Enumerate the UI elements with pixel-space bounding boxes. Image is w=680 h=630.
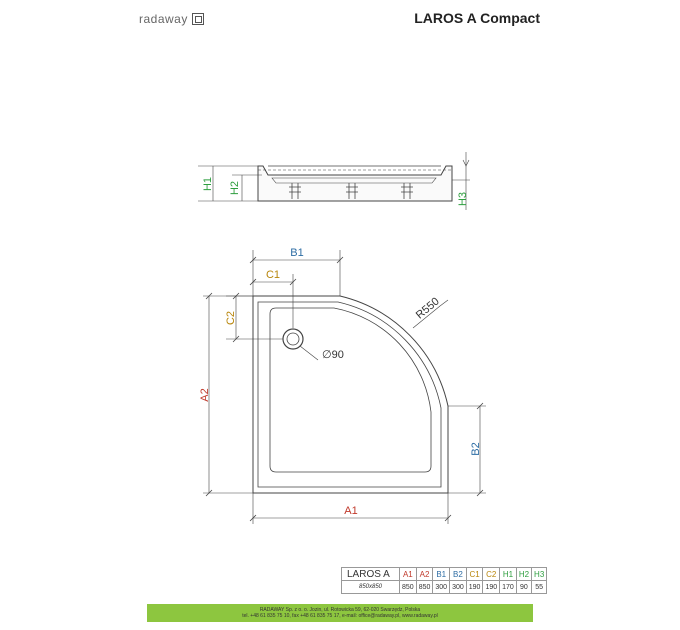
spec-table: LAROS A A1 A2 B1 B2 C1 C2 H1 H2 H3 850x8…: [341, 567, 548, 594]
label-c2: C2: [225, 311, 237, 325]
header-h3: H3: [531, 567, 548, 581]
label-r550: R550: [414, 295, 442, 321]
top-view: [203, 250, 486, 524]
header-a1: A1: [399, 567, 417, 581]
footer-address: RADAWAY Sp. z o. o. Jozin, ul. Rotowicka…: [259, 607, 421, 613]
logo-text: radaway: [139, 12, 188, 26]
tray-inner-floor: [271, 177, 437, 184]
header-b1: B1: [432, 567, 451, 581]
dimension-ticks: [205, 256, 484, 522]
tray-rim-inner: [257, 301, 442, 488]
drain-inner: [286, 332, 300, 346]
tray-outer-outline: [252, 295, 449, 494]
label-a1: A1: [344, 505, 357, 517]
footer-bar: RADAWAY Sp. z o. o. Jozin, ul. Rotowicka…: [147, 604, 533, 622]
model-name: LAROS A: [341, 567, 400, 581]
logo-square-icon: [191, 13, 204, 25]
value-a2: 850: [415, 580, 434, 594]
header-c1: C1: [465, 567, 484, 581]
label-b1: B1: [290, 247, 303, 259]
header-h2: H2: [515, 567, 533, 581]
value-h3: 55: [531, 580, 548, 594]
label-b2: B2: [470, 442, 482, 455]
value-h1: 170: [499, 580, 517, 594]
value-b2: 300: [449, 580, 467, 594]
header-a2: A2: [415, 567, 434, 581]
page-title: LAROS A Compact: [414, 10, 540, 26]
label-h2: H2: [229, 181, 241, 195]
value-h2: 90: [515, 580, 533, 594]
header-h1: H1: [499, 567, 517, 581]
header-c2: C2: [482, 567, 501, 581]
side-view: [198, 152, 470, 210]
label-c1: C1: [266, 269, 280, 281]
header-b2: B2: [449, 567, 467, 581]
brand-logo: radaway: [139, 12, 204, 26]
footer-contact: tel. +48 61 835 75 10, fax +48 61 835 75…: [242, 613, 438, 619]
spec-table-value-row: 850x850 850 850 300 300 190 190 170 90 5…: [341, 580, 548, 594]
value-c2: 190: [482, 580, 501, 594]
label-d90: ∅90: [322, 349, 344, 361]
label-a2: A2: [199, 388, 211, 401]
value-c1: 190: [465, 580, 484, 594]
value-b1: 300: [432, 580, 451, 594]
label-h3: H3: [457, 192, 469, 206]
value-a1: 850: [399, 580, 417, 594]
spec-table-header-row: LAROS A A1 A2 B1 B2 C1 C2 H1 H2 H3: [341, 567, 548, 581]
tray-feet: [289, 183, 413, 199]
label-h1: H1: [202, 177, 214, 191]
tray-floor-outline: [269, 307, 432, 473]
model-size: 850x850: [341, 580, 400, 594]
